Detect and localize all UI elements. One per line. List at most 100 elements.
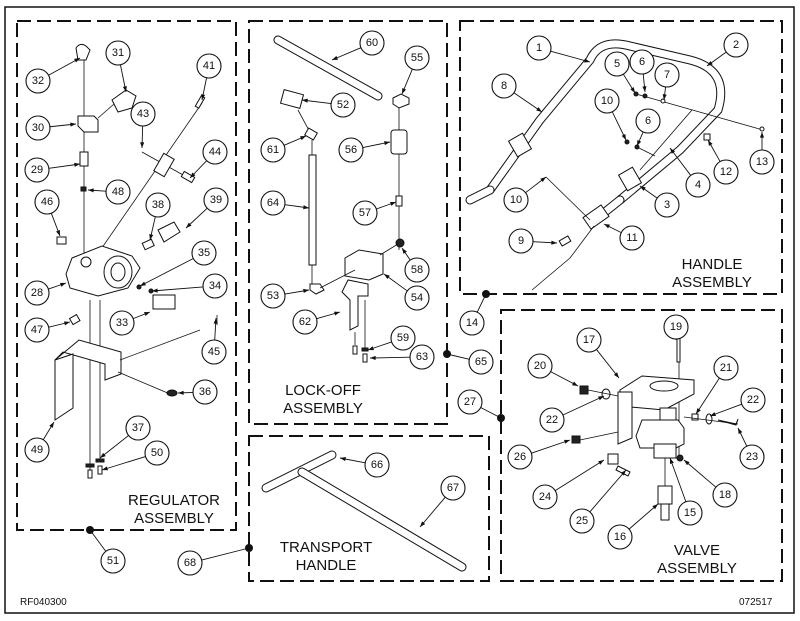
leader-line-14	[476, 293, 487, 313]
leader-arrow-48	[88, 188, 94, 193]
leader-arrow-28	[60, 282, 66, 287]
leader-arrow-8	[536, 107, 542, 112]
callout-number-31: 31	[112, 47, 124, 59]
callout-circle-58	[404, 257, 430, 283]
callout-number-53: 53	[267, 290, 279, 302]
leader-line-24	[554, 459, 605, 492]
callout-number-1: 1	[536, 42, 542, 54]
callout-number-49: 49	[31, 444, 43, 456]
leader-arrow-49	[49, 422, 54, 428]
drawing-code-right: 072517	[739, 597, 773, 608]
leader-arrow-50	[102, 466, 108, 471]
leader-arrow-25	[620, 470, 626, 476]
leader-arrow-23	[738, 428, 743, 434]
callout-number-27: 27	[464, 396, 476, 408]
callout-number-30: 30	[32, 122, 44, 134]
leader-arrow-18	[684, 460, 690, 466]
callout-circle-7	[654, 62, 680, 88]
callout-number-46: 46	[41, 196, 53, 208]
callout-number-15: 15	[684, 507, 696, 519]
leader-line-26	[531, 439, 571, 454]
leader-line-22	[562, 395, 605, 416]
callout-circle-35	[191, 240, 217, 266]
leader-line-1	[550, 50, 591, 63]
leader-line-4	[669, 147, 692, 176]
leader-arrow-35	[140, 281, 146, 286]
callout-circle-12	[713, 159, 739, 185]
callout-circle-11	[619, 225, 645, 251]
transport-label-line2: HANDLE	[296, 557, 357, 574]
callout-number-38: 38	[152, 199, 164, 211]
callout-number-41: 41	[203, 60, 215, 72]
leader-line-27	[480, 407, 502, 419]
callout-number-48: 48	[112, 186, 124, 198]
callout-circle-46	[34, 189, 60, 215]
leader-arrow-59	[368, 346, 374, 351]
leader-arrow-43	[140, 142, 145, 148]
leader-arrow-45	[213, 318, 218, 324]
callout-circle-3	[654, 192, 680, 218]
leader-arrow-67	[420, 521, 426, 527]
callout-circle-54	[404, 285, 430, 311]
callout-circle-6	[635, 108, 661, 134]
callout-circle-1	[526, 35, 552, 61]
callout-number-47: 47	[31, 324, 43, 336]
leader-arrow-9	[551, 240, 557, 245]
callout-number-13: 13	[756, 156, 768, 168]
callout-circle-55	[404, 45, 430, 71]
leader-arrow-30	[70, 122, 76, 127]
callout-number-2: 2	[733, 39, 739, 51]
callout-circle-66	[364, 452, 390, 478]
callout-number-29: 29	[31, 164, 43, 176]
callout-number-44: 44	[209, 146, 221, 158]
leader-arrow-17	[613, 372, 619, 378]
callout-circle-22	[539, 407, 565, 433]
callout-circle-39	[203, 187, 229, 213]
callout-circle-34	[202, 273, 228, 299]
callout-number-12: 12	[720, 166, 732, 178]
callout-circle-37	[125, 415, 151, 441]
callout-circle-19	[663, 314, 689, 340]
callout-circle-62	[292, 309, 318, 335]
callout-number-9: 9	[518, 235, 524, 247]
callout-number-18: 18	[719, 489, 731, 501]
callout-circle-21	[713, 355, 739, 381]
leader-arrow-37	[100, 452, 106, 458]
leader-arrow-6	[642, 86, 647, 92]
callout-circle-22	[740, 387, 766, 413]
leader-line-37	[99, 435, 129, 459]
callout-number-10: 10	[601, 95, 613, 107]
callout-number-21: 21	[720, 362, 732, 374]
leader-line-21	[695, 377, 720, 415]
callout-number-5: 5	[614, 58, 620, 70]
transport-handle-parts	[261, 450, 467, 572]
leader-arrow-54	[384, 274, 390, 279]
callout-circle-59	[390, 325, 416, 351]
callout-number-10: 10	[510, 194, 522, 206]
leader-line-67	[419, 496, 446, 528]
leader-arrow-36	[178, 390, 184, 395]
callout-number-22: 22	[546, 414, 558, 426]
leader-line-63	[369, 356, 411, 359]
callout-number-16: 16	[614, 531, 626, 543]
callout-number-68: 68	[184, 557, 196, 569]
leader-arrow-12	[708, 140, 713, 146]
callout-circle-43	[130, 101, 156, 127]
callout-number-50: 50	[151, 447, 163, 459]
leader-arrow-46	[56, 230, 60, 236]
callout-circle-26	[507, 444, 533, 470]
leader-arrow-47	[64, 321, 70, 326]
leader-line-34	[151, 286, 204, 292]
callout-number-36: 36	[199, 386, 211, 398]
leader-arrow-62	[334, 311, 340, 316]
callout-number-22: 22	[747, 394, 759, 406]
leader-arrow-60	[332, 55, 338, 60]
callout-number-55: 55	[411, 52, 423, 64]
callout-number-20: 20	[534, 360, 546, 372]
callout-number-17: 17	[583, 334, 595, 346]
leader-arrow-31	[122, 86, 127, 92]
drawing-code-left: RF040300	[20, 597, 67, 608]
handle-parts	[465, 39, 765, 291]
leader-arrow-63	[370, 355, 376, 360]
callout-number-45: 45	[208, 346, 220, 358]
